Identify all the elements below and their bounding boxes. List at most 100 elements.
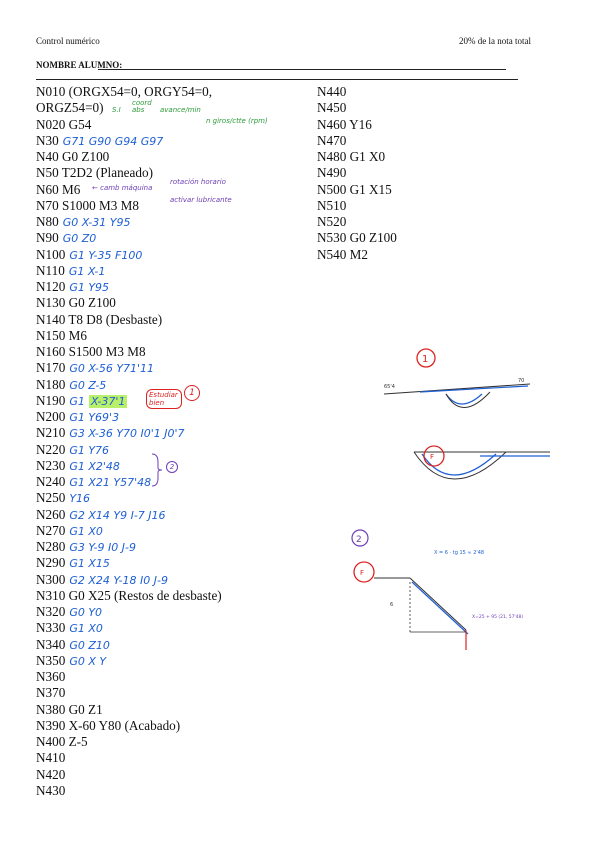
annotation-avance: avance/min <box>160 106 201 114</box>
program-line: N420 <box>36 767 286 783</box>
program-line-code: N140 T8 D8 (Desbaste) <box>36 311 163 327</box>
handwritten-code: G1 X0 <box>69 622 103 636</box>
program-line-code: N390 X-60 Y80 (Acabado) <box>36 717 181 733</box>
header-divider <box>36 79 518 80</box>
annotation-rpm: n giros/ctte (rpm) <box>206 117 268 125</box>
program-line: N430 <box>36 783 286 799</box>
program-line: N500 G1 X15 <box>317 181 392 197</box>
program-line: N470 <box>317 132 347 148</box>
highlighted-handwritten-code: X-37'1 <box>88 394 128 408</box>
program-line-code: N80 <box>36 214 59 229</box>
program-line-code: N190 <box>36 392 66 408</box>
program-line-code: N010 (ORGX54=0, ORGY54=0, <box>36 84 213 99</box>
program-line-code: N200 <box>36 409 66 424</box>
sketch-1-right-dim: 70 <box>518 378 524 384</box>
sketch-arc-diagram: F <box>413 445 550 480</box>
handwritten-code: G1 X21 Y57'48 <box>69 476 152 489</box>
handwritten-code: G2 X14 Y9 I-7 J16 <box>69 508 166 522</box>
program-line: N490 <box>317 165 347 181</box>
student-name-label: NOMBRE ALUMNO: <box>36 60 123 70</box>
program-line-code: N270 <box>36 522 66 538</box>
handwritten-code: G1 Y95 <box>69 281 110 294</box>
handwritten-code: G1 Y69'3 <box>69 411 120 424</box>
annotation-coord-abs: coord abs <box>132 99 152 114</box>
handwritten-code: G71 G90 G94 G97 <box>62 134 164 148</box>
program-line-code: N330 <box>36 620 66 636</box>
program-line-code: N320 <box>36 604 66 619</box>
program-line-code: N380 G0 Z1 <box>36 701 103 717</box>
program-line-code: N110 <box>36 262 65 278</box>
program-line-code: N230 <box>36 457 66 473</box>
program-line-code: N280 <box>36 539 66 554</box>
program-line-code: N360 <box>36 669 66 684</box>
annotation-rotacion: rotación horario <box>170 178 226 186</box>
program-line: N410 <box>36 750 286 766</box>
program-line-code: N370 <box>36 685 66 701</box>
program-line: N390 X-60 Y80 (Acabado) <box>36 718 286 734</box>
course-title: Control numérico <box>36 36 100 46</box>
handwritten-code: G0 Z-5 <box>69 378 107 392</box>
program-line-code: N290 <box>36 555 66 571</box>
handwritten-code: G3 Y-9 I0 J-9 <box>69 541 136 554</box>
grade-weight: 20% de la nota total <box>459 36 531 46</box>
program-line: N460 Y16 <box>317 116 372 132</box>
program-line-code: N410 <box>36 750 66 766</box>
program-line-code: N100 <box>36 246 66 262</box>
handwritten-code: G0 X-56 Y71'11 <box>69 362 155 376</box>
program-line: N60 M6 <box>36 182 286 198</box>
handwritten-code: G1 X0 <box>69 524 103 538</box>
handwritten-code: Y16 <box>69 492 91 506</box>
sketch-2-diagram: 2 F X = 6 · tg 15 ≈ 2'48 X=25 + 95 (21, … <box>351 529 523 650</box>
program-line-code: N40 G0 Z100 <box>36 149 110 164</box>
program-line-code: N180 <box>36 376 66 392</box>
program-line-code: N340 <box>36 636 66 652</box>
program-line-code: N90 <box>36 230 59 246</box>
handwritten-code: G1 X-1 <box>68 264 106 278</box>
program-line: N520 <box>317 214 347 229</box>
program-line: N530 G0 Z100 <box>317 230 397 246</box>
program-line-code: N310 G0 X25 (Restos de desbaste) <box>36 587 222 603</box>
program-line-code: N150 M6 <box>36 327 87 343</box>
handwritten-code: G3 X-36 Y70 I0'1 J0'7 <box>69 427 185 441</box>
program-line: N010 (ORGX54=0, ORGY54=0, <box>36 84 286 100</box>
handwritten-code: G1 <box>69 394 85 408</box>
student-name-field[interactable] <box>98 69 506 70</box>
program-line-code: N240 <box>36 474 66 489</box>
program-line-code: N250 <box>36 490 66 506</box>
annotation-si: S.I <box>112 106 121 114</box>
handwritten-code: G0 X Y <box>69 654 107 668</box>
sketch-2-f-label: F <box>360 569 364 577</box>
handwritten-code: G1 Y76 <box>69 443 110 457</box>
program-line-code: N170 <box>36 360 66 376</box>
program-line-code: N160 S1500 M3 M8 <box>36 344 146 359</box>
program-line: N140 T8 D8 (Desbaste) <box>36 312 286 328</box>
sketch-1-left-dim: 65'4 <box>384 384 395 390</box>
program-line: N70 S1000 M3 M8 <box>36 198 286 214</box>
annotation-mark-1: 1 <box>184 385 200 401</box>
handwritten-code: G1 X15 <box>69 557 110 571</box>
program-line-code: N430 <box>36 782 66 798</box>
annotation-estudiar: Estudiar bien <box>146 389 182 409</box>
sketch-2-formula: X = 6 · tg 15 ≈ 2'48 <box>434 550 484 556</box>
sketch-2-corner-label: X=25 + 95 (21, 57'48) <box>472 614 523 620</box>
program-line: N130 G0 Z100 <box>36 295 286 311</box>
program-line-code: N210 <box>36 425 66 441</box>
handwritten-code: G0 Z0 <box>62 232 97 246</box>
